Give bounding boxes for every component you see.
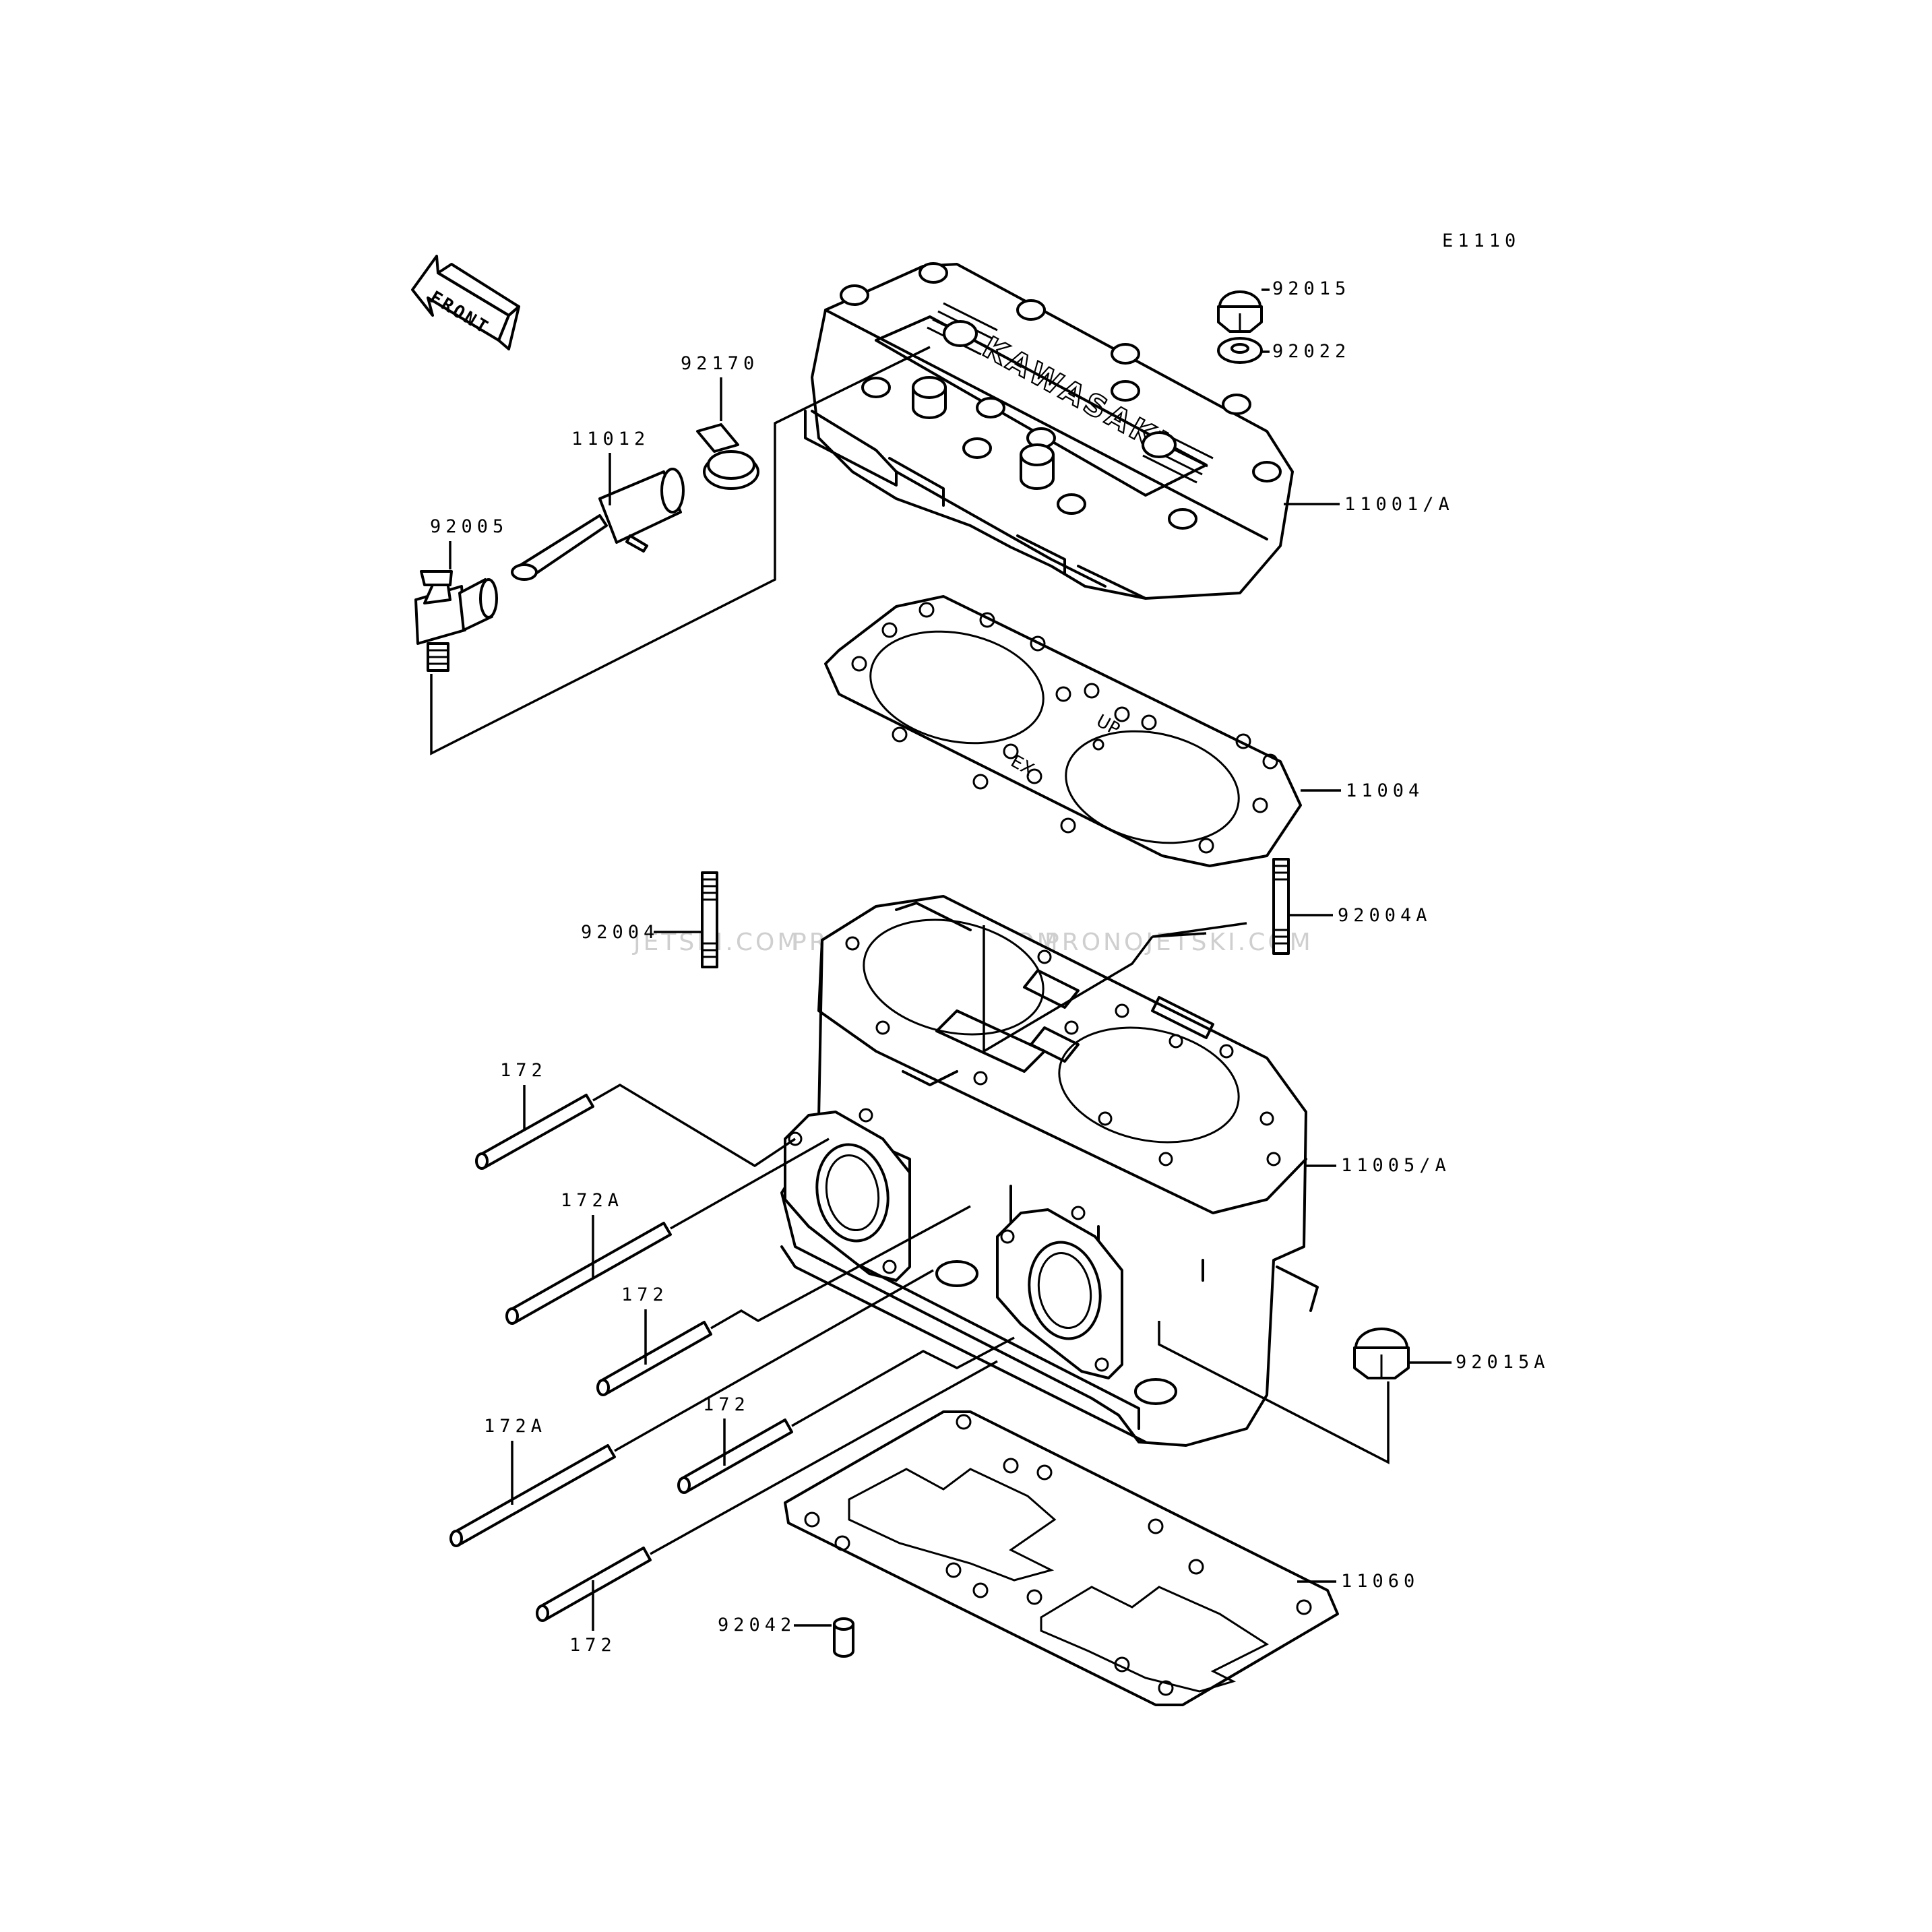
cylinder-head-bosses xyxy=(912,376,1055,490)
diagram-code: E1110 xyxy=(1442,230,1520,251)
stud-172-1 xyxy=(475,1094,594,1170)
callout-172-2: 172 xyxy=(621,1284,668,1305)
callout-11060: 11060 xyxy=(1341,1571,1419,1592)
stud-92004A xyxy=(1272,858,1290,955)
front-arrow-icon: FRONT xyxy=(411,255,520,350)
cap-nut-92015 xyxy=(1217,290,1263,333)
cylinder-bolt-holes xyxy=(845,936,1281,1166)
stud-172-3 xyxy=(677,1419,793,1494)
callout-11001A: 11001/A xyxy=(1344,494,1454,515)
hose-clamp-92170 xyxy=(696,423,759,490)
callout-172-3: 172 xyxy=(703,1394,750,1415)
water-fitting-11012 xyxy=(511,468,685,581)
callout-11005A: 11005/A xyxy=(1341,1155,1451,1176)
callout-92004A: 92004A xyxy=(1338,905,1432,926)
callout-11012: 11012 xyxy=(571,429,650,449)
head-gasket-11004: UP EX xyxy=(824,595,1302,867)
washer-92022 xyxy=(1217,337,1263,364)
callout-172-1: 172 xyxy=(500,1060,547,1081)
stud-92004 xyxy=(701,871,718,968)
elbow-fitting-92005 xyxy=(414,570,498,672)
callout-92004: 92004 xyxy=(581,922,659,943)
callout-172-4: 172 xyxy=(569,1635,617,1656)
callout-92005: 92005 xyxy=(430,516,508,537)
base-gasket-11060 xyxy=(784,1410,1339,1706)
stud-172A-1 xyxy=(505,1222,672,1325)
callout-92022: 92022 xyxy=(1272,341,1350,362)
stud-172-4 xyxy=(536,1547,652,1622)
callout-92015: 92015 xyxy=(1272,278,1350,299)
callout-92015A: 92015A xyxy=(1456,1352,1550,1373)
cylinder-block xyxy=(780,895,1319,1447)
callout-92170: 92170 xyxy=(681,353,759,374)
dowel-pin-92042 xyxy=(833,1617,854,1658)
callout-11004: 11004 xyxy=(1346,780,1424,801)
cap-nut-92015A xyxy=(1353,1328,1410,1379)
stud-172A-2 xyxy=(449,1444,616,1547)
cylinder-head-bolt-holes xyxy=(840,262,1282,530)
callout-172A-2: 172A xyxy=(484,1416,547,1437)
callout-172A-1: 172A xyxy=(561,1190,623,1211)
callout-92042: 92042 xyxy=(718,1615,796,1635)
stud-172-2 xyxy=(596,1321,712,1396)
cylinder-head: KAWASAKI xyxy=(804,262,1294,600)
